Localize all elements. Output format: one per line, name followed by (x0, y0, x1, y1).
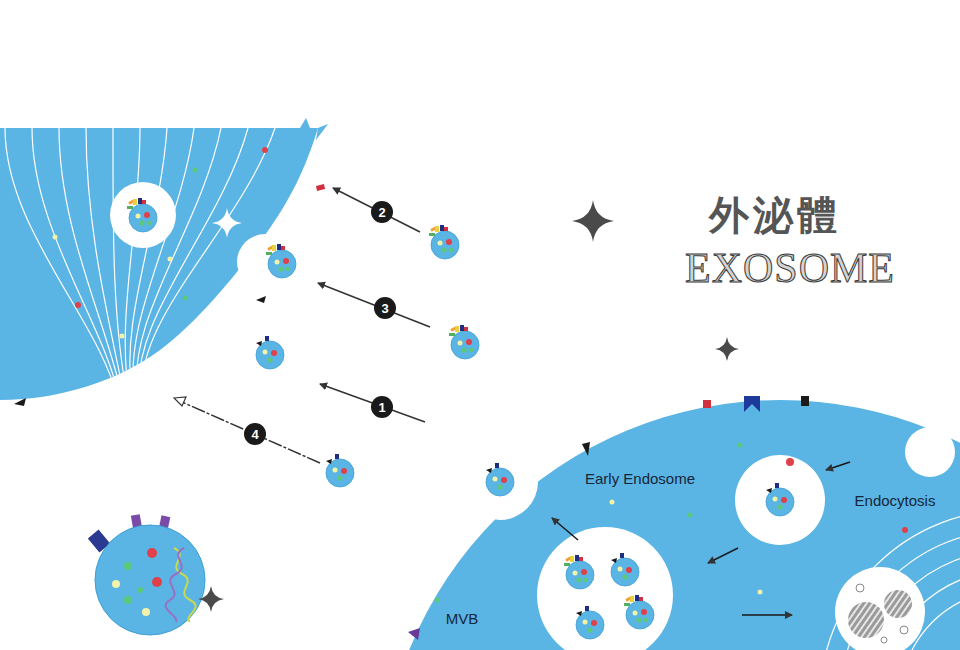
cytoplasm-dot (610, 500, 615, 505)
callout-circle (371, 201, 393, 223)
pathway-arrow (320, 384, 425, 422)
recipient-cell (0, 128, 318, 400)
exosome (256, 336, 284, 369)
structure-label: Early Endosome (585, 470, 695, 487)
cargo-dot (124, 562, 132, 570)
cytoskeleton-line (136, 128, 221, 400)
process-arrow (552, 518, 578, 540)
exosome-closeup (88, 514, 205, 635)
cargo-dot (147, 548, 157, 558)
cargo-dot (152, 577, 162, 587)
nucleus-lines (820, 510, 960, 650)
cytoplasm-dot (262, 147, 268, 153)
structure-label: MVB (446, 610, 479, 627)
callout-circle (244, 423, 266, 445)
cytoplasm-dot (435, 598, 440, 603)
cargo-dot (137, 587, 143, 593)
exosome (766, 483, 794, 516)
title: 外泌體 (709, 188, 841, 243)
callout-number: 2 (378, 205, 385, 220)
cytoplasm-dot (53, 235, 58, 240)
cytoskeleton-line (86, 128, 125, 400)
callout-number: 4 (251, 427, 258, 442)
cytoplasm-dot (120, 334, 125, 339)
cytoplasm-dot (902, 527, 908, 533)
cytoplasm-dot (168, 257, 173, 262)
pathway-arrow (182, 402, 320, 463)
cargo-dot (142, 608, 150, 616)
receptor (14, 398, 26, 406)
arrow-head (174, 397, 186, 406)
receptor (256, 296, 266, 303)
receptor (744, 396, 760, 412)
callout-number: 3 (381, 301, 388, 316)
pathway-arrow (333, 188, 420, 232)
callout-number: 1 (378, 400, 385, 415)
receptor (582, 442, 590, 456)
process-label: Endocytosis (855, 492, 936, 509)
cytoplasm-dot (758, 590, 763, 595)
cytoplasm-dot (688, 513, 693, 518)
vesicle-ring (881, 637, 887, 643)
cytoplasm-dot (193, 168, 198, 173)
early-endosome (735, 455, 825, 545)
degraded-cargo (848, 602, 884, 638)
cytoplasm-dot (738, 443, 743, 448)
cargo-dot (786, 458, 794, 466)
cytoskeleton-lines (5, 128, 275, 400)
process-arrow (742, 614, 792, 616)
receptor (316, 184, 325, 191)
membrane-pocket (905, 427, 955, 477)
cargo-dot (124, 596, 132, 604)
exosome (266, 244, 296, 278)
endocytic-vesicle (110, 182, 176, 248)
callout-circle (374, 297, 396, 319)
sparkle (212, 208, 242, 238)
pathway-arrow (318, 283, 430, 327)
exosome (564, 555, 594, 589)
dna-helix (166, 548, 184, 622)
degraded-cargo (884, 590, 912, 618)
cytoplasm-dot (75, 302, 81, 308)
exosome (486, 463, 514, 496)
exosome (127, 198, 157, 232)
budding-pocket (462, 444, 538, 520)
exosome (611, 553, 639, 586)
mvb-body (537, 527, 673, 650)
subtitle: EXOSOME (685, 244, 895, 292)
membrane-spike (300, 118, 328, 140)
donor-cell (380, 400, 960, 650)
dna-helix (174, 548, 196, 622)
exosome (429, 225, 459, 259)
process-arrow (708, 548, 738, 563)
cytoskeleton-line (139, 128, 248, 400)
receptor (408, 628, 420, 640)
exosome-body (95, 525, 205, 635)
vesicle-ring (856, 584, 864, 592)
exosome (326, 454, 354, 487)
cytoskeleton-line (32, 128, 120, 400)
receptor (801, 396, 809, 406)
exosome (624, 595, 654, 629)
exosome (449, 325, 479, 359)
sparkle (198, 586, 224, 612)
callout-circle (371, 396, 393, 418)
nucleus-line (820, 510, 960, 650)
cytoskeleton-line (130, 128, 167, 400)
process-arrow (826, 462, 850, 470)
vesicle-ring (900, 626, 908, 634)
sparkle (572, 200, 614, 242)
cargo-dot (112, 580, 120, 588)
receptor (703, 400, 711, 408)
cytoplasm-dot (183, 296, 188, 301)
exosome (576, 606, 604, 639)
sparkle (715, 337, 739, 361)
lysosome (835, 567, 925, 650)
